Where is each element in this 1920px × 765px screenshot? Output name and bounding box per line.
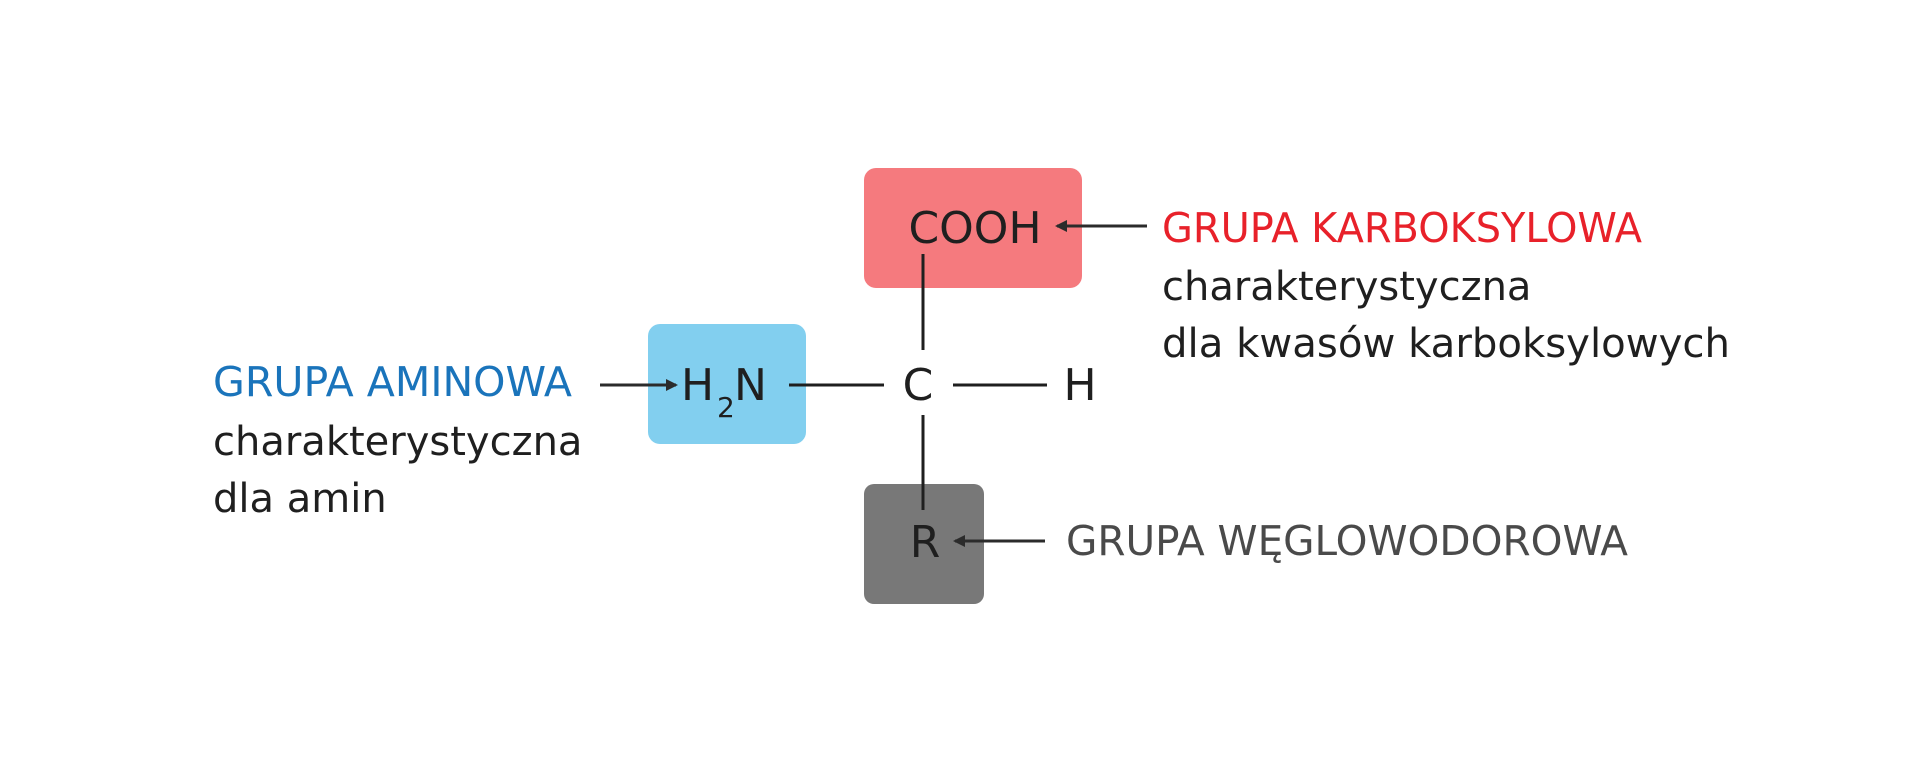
amino-group-n-symbol: N	[734, 360, 767, 411]
carboxyl-group-box	[864, 168, 1082, 288]
r-group-box	[864, 484, 984, 604]
r-group-symbol: R	[910, 517, 941, 568]
hydrogen-symbol: H	[1063, 360, 1096, 411]
carboxyl-group-description-line1: charakterystyczna	[1162, 264, 1531, 310]
amino-group-description-line1: charakterystyczna	[213, 419, 582, 465]
amino-group-subscript: 2	[717, 391, 735, 424]
carboxyl-group-description-line2: dla kwasów karboksylowych	[1162, 321, 1730, 367]
carboxyl-group-title: GRUPA KARBOKSYLOWA	[1162, 204, 1642, 252]
central-carbon-symbol: C	[903, 360, 934, 411]
amino-group-description-line2: dla amin	[213, 476, 387, 522]
amino-group-box	[648, 324, 806, 444]
carboxyl-group-formula: COOH	[908, 203, 1041, 254]
amino-group-h-symbol: H	[681, 360, 714, 411]
amino-group-title: GRUPA AMINOWA	[213, 358, 572, 406]
hydrocarbon-group-title: GRUPA WĘGLOWODOROWA	[1066, 517, 1628, 565]
